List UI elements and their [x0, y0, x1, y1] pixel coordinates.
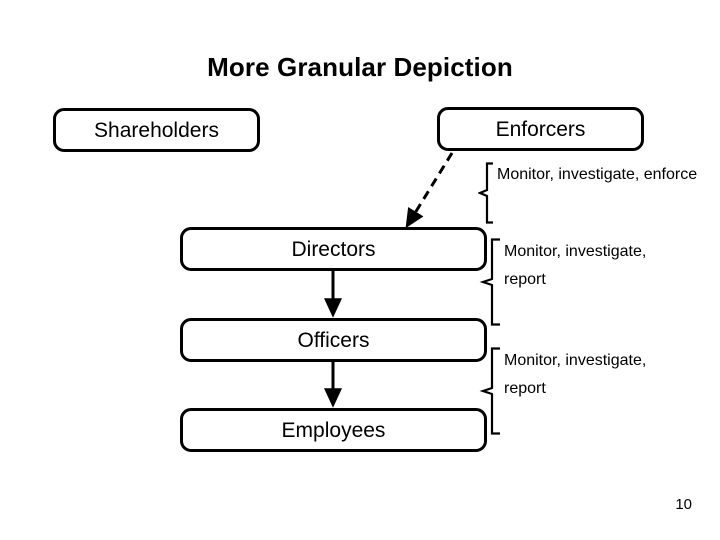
node-directors[interactable]: Directors [180, 227, 487, 271]
node-directors-label: Directors [291, 237, 376, 261]
annotation-2-text: Monitor, investigate, report [504, 243, 647, 288]
node-officers[interactable]: Officers [180, 318, 487, 362]
brace-icon [479, 347, 500, 435]
node-shareholders-label: Shareholders [94, 118, 219, 142]
annotation-group-3: Monitor, investigate, report [478, 347, 718, 435]
annotation-group-1: Monitor, investigate, enforce [478, 162, 718, 224]
page-number: 10 [675, 496, 692, 513]
annotation-group-2: Monitor, investigate, report [478, 238, 718, 326]
annotation-1-text: Monitor, investigate, enforce [497, 166, 698, 183]
connector-enforcers-to-directors [405, 152, 454, 229]
node-enforcers-label: Enforcers [495, 117, 586, 141]
node-employees-label: Employees [281, 418, 386, 442]
page-title: More Granular Depiction [207, 52, 513, 82]
node-enforcers[interactable]: Enforcers [437, 107, 644, 151]
brace-icon [478, 162, 493, 224]
node-employees[interactable]: Employees [180, 408, 487, 452]
brace-icon [479, 238, 500, 326]
annotation-3-text: Monitor, investigate, report [504, 352, 647, 397]
node-officers-label: Officers [297, 328, 370, 352]
node-shareholders[interactable]: Shareholders [53, 108, 260, 152]
